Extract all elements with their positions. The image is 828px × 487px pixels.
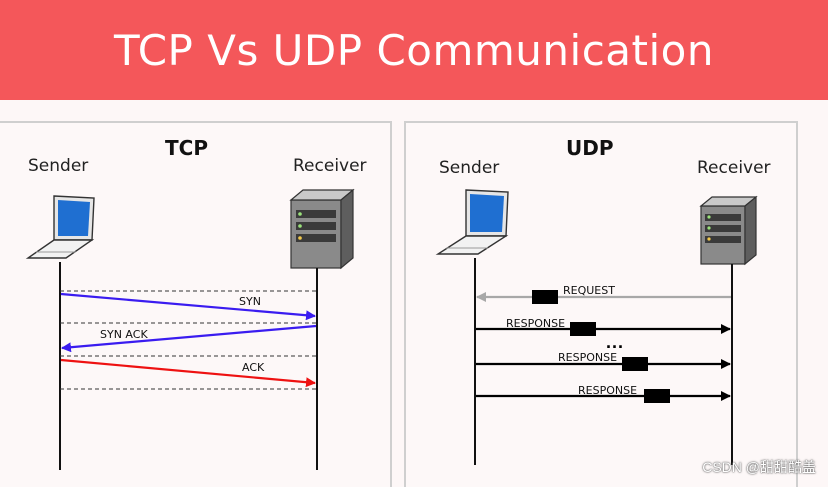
server-icon [699, 195, 758, 266]
laptop-icon [435, 189, 509, 255]
udp-sender-label: Sender [439, 158, 500, 178]
response-packet-1 [570, 322, 596, 336]
tcp-dashed-guides [60, 290, 317, 390]
ack-label: ACK [242, 361, 265, 374]
response-label-3: RESPONSE [578, 384, 638, 397]
tcp-sender-label: Sender [28, 156, 89, 176]
server-icon [289, 188, 355, 270]
syn-arrow [60, 292, 316, 321]
laptop-icon [25, 195, 95, 259]
request-packet [532, 290, 558, 304]
response-label-2: RESPONSE [558, 351, 618, 364]
syn-ack-label: SYN ACK [100, 328, 148, 341]
response-label-1: RESPONSE [506, 317, 566, 330]
ack-arrow [60, 358, 316, 388]
response-packet-3 [644, 389, 670, 403]
tcp-title: TCP [165, 136, 208, 160]
syn-ack-arrow [61, 324, 317, 353]
page-title: TCP Vs UDP Communication [114, 25, 714, 75]
udp-title: UDP [566, 136, 614, 160]
tcp-receiver-label: Receiver [293, 156, 367, 176]
ellipsis: ... [606, 332, 625, 352]
udp-receiver-label: Receiver [697, 158, 771, 178]
request-label: REQUEST [563, 284, 615, 297]
title-banner: TCP Vs UDP Communication [0, 0, 828, 100]
syn-label: SYN [239, 295, 261, 308]
watermark: CSDN @甜甜酷盖 [702, 459, 816, 475]
response-packet-2 [622, 357, 648, 371]
tcp-panel [0, 121, 392, 487]
